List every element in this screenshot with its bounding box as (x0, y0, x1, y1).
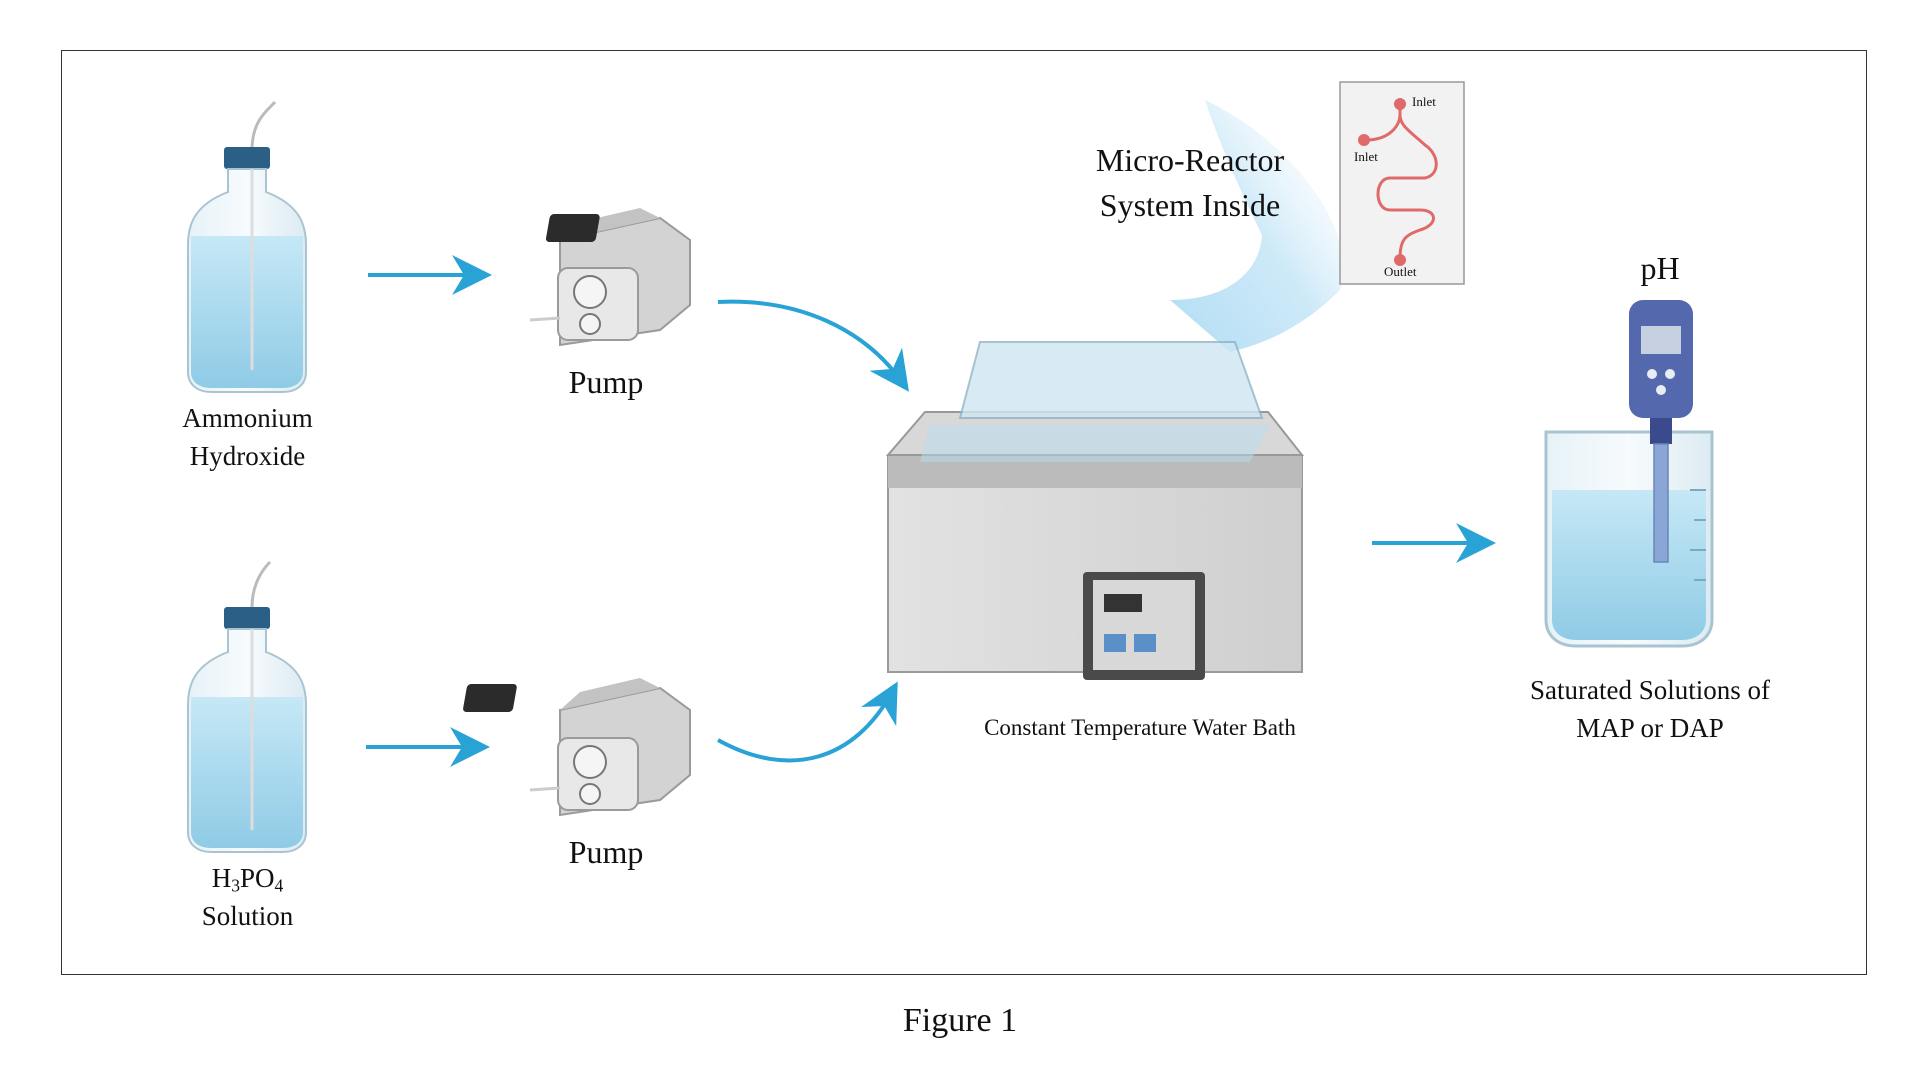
label-water-bath: Constant Temperature Water Bath (984, 715, 1296, 740)
label-ph: pH (1640, 250, 1680, 286)
chip-outlet-label: Outlet (1384, 264, 1417, 279)
bottle-h3po4 (187, 560, 307, 853)
pump-1 (529, 208, 691, 347)
label-bottle-1-line2: Hydroxide (189, 440, 306, 471)
microreactor-chip (1339, 81, 1465, 285)
arrow-pump2-to-bath (717, 681, 898, 763)
label-beaker-line2: MAP or DAP (1576, 712, 1724, 743)
label-microreactor-line2: System Inside (1099, 186, 1281, 223)
label-bottle-2-line2: Solution (201, 900, 294, 931)
callout-beam (1170, 100, 1344, 352)
figure-frame (61, 50, 1867, 975)
formula-h: H (211, 863, 232, 893)
arrow-pump1-to-bath (717, 299, 909, 392)
beaker-with-ph-meter (1544, 300, 1714, 648)
pump-2 (463, 678, 691, 817)
label-beaker-line1: Saturated Solutions of (1530, 675, 1770, 705)
formula-po: PO (239, 863, 275, 893)
label-bottle-1: Ammonium Hydroxide (150, 400, 345, 476)
label-microreactor: Micro-Reactor System Inside (1060, 138, 1320, 228)
flow-arrows (366, 255, 1496, 767)
formula-3: 3 (231, 875, 240, 896)
label-bottle-1-line1: Ammonium (182, 403, 313, 433)
label-bottle-2-formula: H3PO4 (150, 860, 345, 898)
label-beaker: Saturated Solutions of MAP or DAP (1490, 672, 1810, 748)
chip-inlet-b-label: Inlet (1354, 149, 1378, 164)
figure-caption: Figure 1 (902, 1002, 1018, 1039)
label-bottle-2: H3PO4 Solution (150, 860, 345, 936)
water-bath (885, 341, 1305, 680)
label-microreactor-line1: Micro-Reactor (1095, 142, 1285, 178)
chip-inlet-a-label: Inlet (1412, 94, 1436, 109)
label-pump-2: Pump (568, 834, 644, 870)
bottle-ammonium-hydroxide (187, 100, 307, 393)
formula-4: 4 (274, 875, 284, 896)
label-pump-1: Pump (568, 364, 644, 400)
